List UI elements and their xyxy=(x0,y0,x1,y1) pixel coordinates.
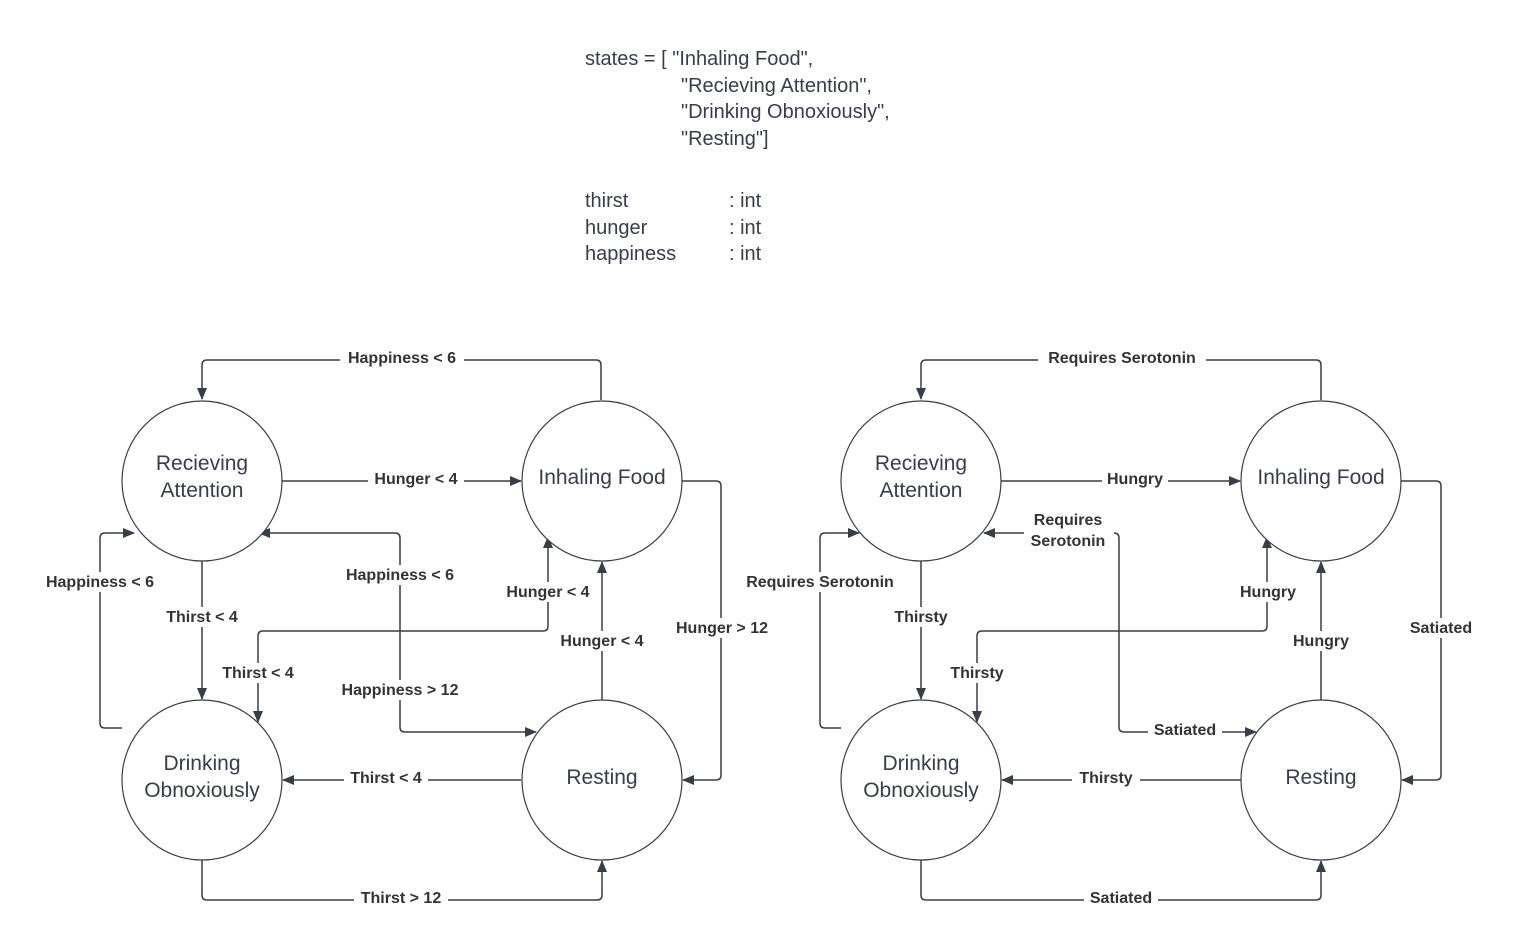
state-label-resting: Resting xyxy=(1285,766,1356,789)
edge-label-food-to-drinking: Thirsty xyxy=(950,665,1003,682)
edge-label-food-to-resting: Hunger > 12 xyxy=(676,620,768,637)
edge-attention-to-resting xyxy=(1118,600,1257,737)
edge-label-drinking-to-resting-bottom: Satiated xyxy=(1090,890,1152,907)
var-name-hunger: hunger xyxy=(585,216,648,239)
state-label-attention-2: Attention xyxy=(161,479,244,502)
edge-label-resting-to-attention: Happiness < 6 xyxy=(346,567,454,584)
edge-label-drinking-to-food: Hunger < 4 xyxy=(506,584,589,601)
edge-label-attention-to-food: Hunger < 4 xyxy=(374,471,457,488)
var-name-happiness: happiness xyxy=(585,243,677,265)
state-label-resting: Resting xyxy=(566,766,637,789)
edge-resting-to-attention xyxy=(258,528,401,600)
edge-label-food-to-drinking: Thirst < 4 xyxy=(222,665,294,682)
state-machine-descriptive: Recieving Attention Inhaling Food Drinki… xyxy=(736,348,1478,908)
edge-label-attention-to-drinking: Thirsty xyxy=(894,609,947,626)
edge-drinking-to-food xyxy=(976,536,1272,690)
edge-drinking-to-food xyxy=(257,536,553,690)
state-label-drinking-1: Drinking xyxy=(163,752,240,775)
state-resting xyxy=(1240,699,1402,861)
state-recieving-attention xyxy=(840,400,1002,562)
var-type-hunger: : int xyxy=(729,216,762,239)
edge-label-attention-to-resting: Satiated xyxy=(1154,722,1216,739)
edge-label-resting-to-food: Hunger < 4 xyxy=(560,633,643,650)
edge-label-resting-to-food: Hungry xyxy=(1293,633,1349,650)
states-list-line-1: states = [ "Inhaling Food", xyxy=(585,48,814,70)
state-label-drinking-1: Drinking xyxy=(882,752,959,775)
edge-label-drinking-to-attention: Requires Serotonin xyxy=(746,574,894,591)
var-type-happiness: : int xyxy=(729,243,762,265)
edge-attention-to-resting xyxy=(399,600,537,737)
states-list-line-2: "Recieving Attention", xyxy=(681,74,872,97)
state-label-attention-1: Recieving xyxy=(875,452,967,475)
var-type-thirst: : int xyxy=(729,190,762,212)
state-label-drinking-2: Obnoxiously xyxy=(144,779,260,802)
state-inhaling-food xyxy=(521,400,683,562)
edge-label-resting-to-attention-1: Requires xyxy=(1034,512,1103,529)
edge-label-food-to-resting: Satiated xyxy=(1410,620,1472,637)
states-list-line-4: "Resting"] xyxy=(681,127,769,150)
state-inhaling-food xyxy=(1240,400,1402,562)
state-label-drinking-2: Obnoxiously xyxy=(863,779,979,802)
edge-label-resting-to-drinking: Thirsty xyxy=(1079,770,1132,787)
state-label-food: Inhaling Food xyxy=(538,466,665,489)
state-label-attention-1: Recieving xyxy=(156,452,248,475)
edge-label-food-to-attention-top: Happiness < 6 xyxy=(348,350,456,367)
state-resting xyxy=(521,699,683,861)
edge-label-drinking-to-resting-bottom: Thirst > 12 xyxy=(361,890,442,907)
var-name-thirst: thirst xyxy=(585,190,629,212)
edge-label-resting-to-attention-2: Serotonin xyxy=(1031,533,1106,550)
edge-label-resting-to-drinking: Thirst < 4 xyxy=(350,770,422,787)
state-machine-numeric: Recieving Attention Inhaling Food Drinki… xyxy=(38,348,775,908)
edge-drinking-to-attention xyxy=(819,528,860,729)
edge-label-attention-to-drinking: Thirst < 4 xyxy=(166,609,238,626)
states-list-line-3: "Drinking Obnoxiously", xyxy=(681,101,890,123)
state-label-food: Inhaling Food xyxy=(1257,466,1384,489)
edge-drinking-to-attention xyxy=(99,528,135,729)
edge-label-attention-to-food: Hungry xyxy=(1107,471,1163,488)
edge-label-attention-to-resting: Happiness > 12 xyxy=(342,682,459,699)
edge-resting-to-attention xyxy=(983,528,1120,600)
edge-label-drinking-to-food: Hungry xyxy=(1240,584,1296,601)
state-drinking-obnoxiously xyxy=(840,699,1002,861)
state-recieving-attention xyxy=(121,400,283,562)
state-label-attention-2: Attention xyxy=(880,479,963,502)
state-drinking-obnoxiously xyxy=(121,699,283,861)
edge-label-food-to-attention-top: Requires Serotonin xyxy=(1048,350,1196,367)
edge-label-drinking-to-attention: Happiness < 6 xyxy=(46,574,154,591)
